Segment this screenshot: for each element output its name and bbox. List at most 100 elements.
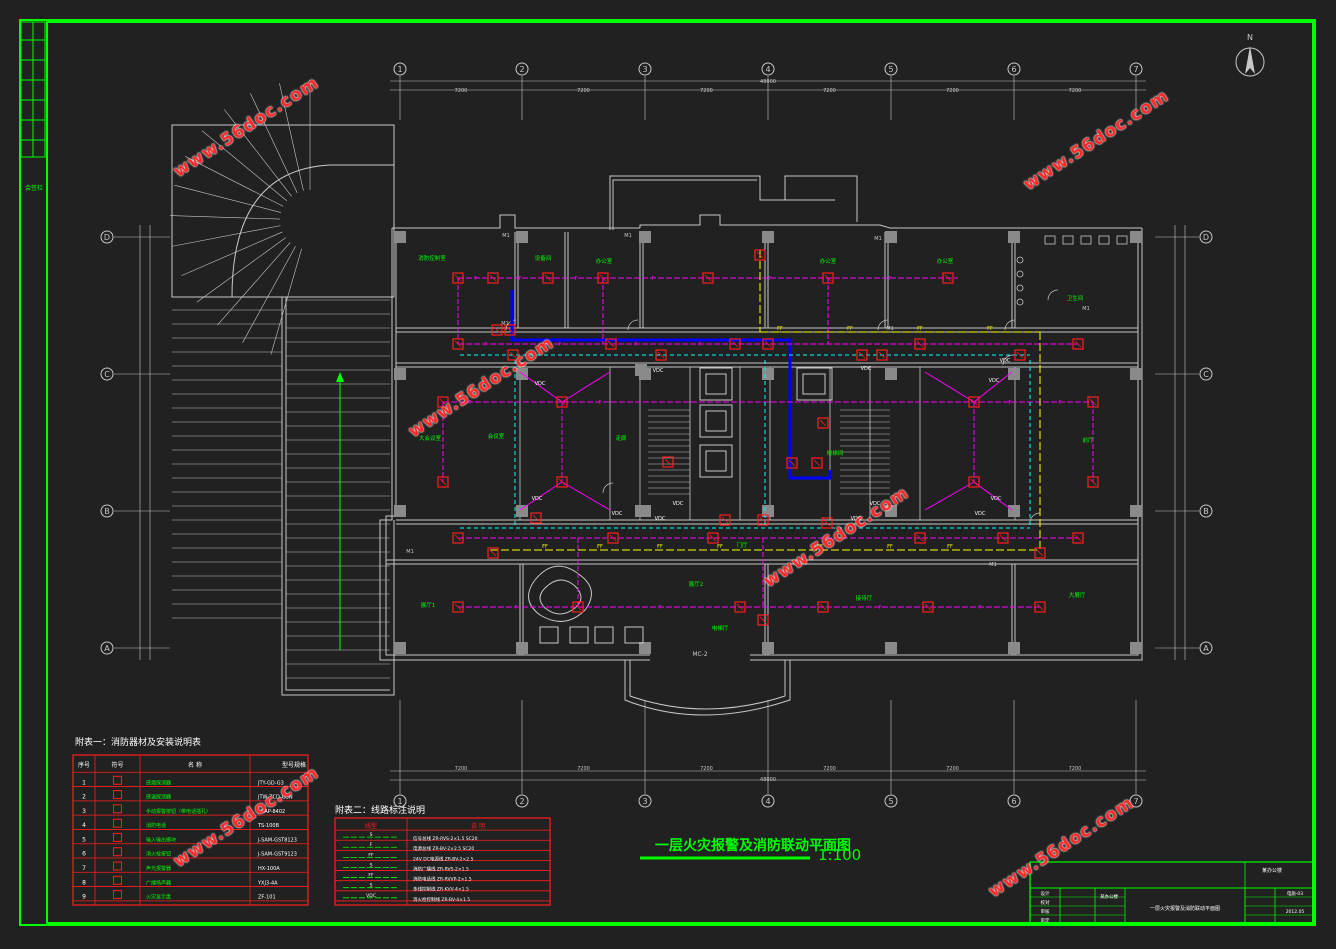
table-cell: JTY-GD-G3 — [257, 780, 284, 786]
fire-device-icon — [757, 614, 769, 626]
door-label: M1 — [624, 233, 632, 239]
grid-axes: 1122334455667772007200720072007200720072… — [100, 62, 1213, 808]
room-label: 消防控制室 — [418, 254, 446, 262]
vdc-label: VDC — [535, 381, 546, 387]
door-label: M1 — [501, 321, 509, 327]
table-header: 线型 — [365, 822, 377, 830]
fire-device-icon — [914, 532, 926, 544]
grid-bubble — [100, 504, 114, 518]
sofa — [624, 626, 644, 644]
table-cell: 7 — [82, 865, 86, 872]
table-cell: 电源总线 ZR-BV-2×2.5 SC20 — [413, 845, 474, 852]
structural-column — [762, 642, 774, 654]
door-swing — [505, 319, 517, 331]
vdc-label: VDC — [653, 368, 664, 374]
table-cell: 4 — [82, 822, 86, 829]
wire-tag: F — [475, 276, 478, 282]
table-cell: TS-100B — [257, 823, 280, 829]
grid-label: C — [104, 370, 110, 379]
title-block-border — [1029, 861, 1314, 924]
table-cell: 消防电话线 ZR-RVVP-2×1.5 — [413, 876, 472, 883]
table-header: 说 明 — [471, 822, 485, 830]
structural-column — [394, 505, 406, 517]
role-label: 校对 — [1041, 899, 1050, 906]
room-label: 会议室 — [488, 432, 505, 440]
structural-column — [762, 231, 774, 243]
role-label: 设计 — [1041, 890, 1050, 897]
grid-bubble — [884, 794, 898, 808]
room-label: 卫生间 — [1067, 294, 1084, 302]
door-swing — [1004, 319, 1016, 331]
fire-device-icon — [597, 272, 609, 284]
vdc-label: VDC — [1000, 358, 1011, 364]
wire-tag: F — [1009, 400, 1012, 406]
structural-column — [762, 368, 774, 380]
fire-device-icon — [707, 532, 719, 544]
fire-device-icon — [922, 601, 934, 613]
grid-label: B — [104, 507, 110, 516]
structural-column — [516, 642, 528, 654]
fire-device-icon — [942, 272, 954, 284]
fire-device-icon — [754, 249, 766, 261]
wire-tag: F — [889, 276, 892, 282]
fire-device-icon — [1034, 601, 1046, 613]
room-label: 电梯厅 — [712, 624, 729, 632]
table-header: 型号规格 — [282, 761, 306, 769]
vdc-label: VDC — [612, 511, 623, 517]
structural-column — [1130, 642, 1142, 654]
fire-device-icon — [729, 338, 741, 350]
line-code: S — [370, 883, 373, 889]
grid-label: A — [1203, 644, 1209, 653]
ff-label: FF — [917, 326, 923, 332]
grid-label: 2 — [519, 797, 524, 806]
grid-bubble — [1199, 230, 1213, 244]
grid-label: 1 — [397, 797, 402, 806]
grid-bubble — [638, 794, 652, 808]
vdc-label: VDC — [532, 496, 543, 502]
drawing-title: 一层火灾报警及消防联动平面图 — [655, 837, 851, 854]
room-label: 办公室 — [596, 257, 613, 265]
structural-column — [1008, 231, 1020, 243]
elevator-shaft — [699, 367, 733, 401]
room-label: 展厅1 — [421, 602, 436, 609]
structural-column — [885, 642, 897, 654]
sheet-number: 电施-03 — [1287, 890, 1303, 897]
toilet-fixture — [1116, 235, 1128, 245]
dimension-text: 7200 — [1069, 766, 1082, 772]
elevator-shaft — [796, 367, 833, 401]
line-code: S — [370, 862, 373, 868]
grid-bubble — [1129, 62, 1143, 76]
table-header: 序号 — [78, 761, 90, 769]
fire-device-icon — [556, 396, 568, 408]
grid-label: 4 — [765, 65, 770, 74]
fire-device-icon — [914, 338, 926, 350]
ff-label: FF — [847, 326, 853, 332]
role-label: 审定 — [1041, 917, 1050, 924]
wire-tag: F — [515, 605, 518, 611]
fire-device-icon — [1014, 349, 1026, 361]
room-label: 楼梯间 — [827, 449, 844, 457]
grid-bubble — [1199, 367, 1213, 381]
grid-label: C — [1203, 370, 1209, 379]
wire-tag: F — [769, 276, 772, 282]
table-cell: 3 — [82, 808, 86, 815]
wire-tag: F — [699, 342, 702, 348]
fire-device-icon — [821, 517, 833, 529]
fire-device-icon — [487, 547, 499, 559]
elevator-shaft — [699, 444, 733, 478]
grid-label: D — [104, 233, 110, 242]
line-code: S — [370, 832, 373, 838]
line-code: VDC — [366, 893, 376, 899]
grid-bubble — [515, 62, 529, 76]
room-labels: 消防控制室设备间办公室办公室办公室会议室大会议室走廊前厅展厅2接待厅展厅1大展厅… — [418, 254, 1094, 632]
bay-window — [624, 660, 791, 716]
fire-device-icon — [997, 532, 1009, 544]
fire-device-icon — [811, 457, 823, 469]
project-name: 某办公楼 — [1262, 867, 1282, 874]
grid-bubble — [761, 62, 775, 76]
wire-tag: F — [599, 400, 602, 406]
dimension-text: 7200 — [700, 766, 713, 772]
grid-label: 1 — [397, 65, 402, 74]
door-label: M1 — [989, 562, 997, 568]
grid-bubble — [884, 62, 898, 76]
